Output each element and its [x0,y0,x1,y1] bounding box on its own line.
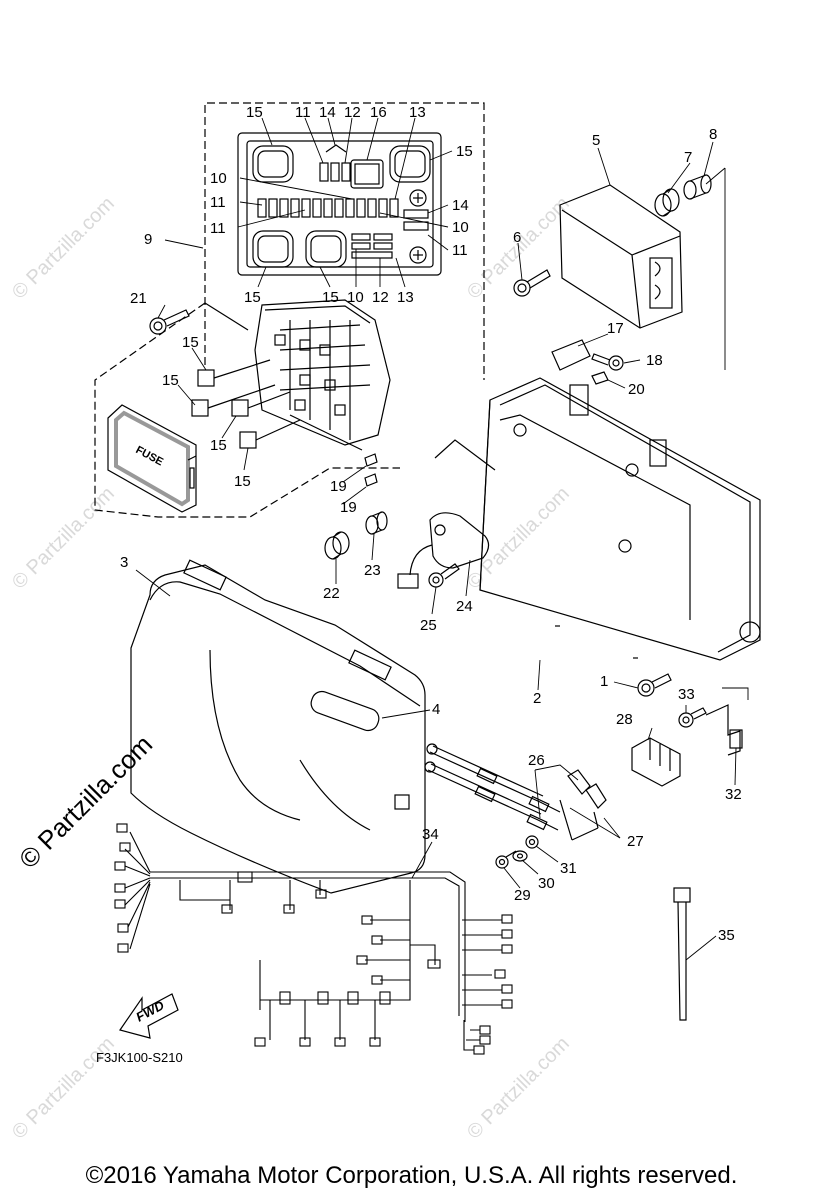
callout-label: 14 [452,197,469,214]
callout-label: 1 [600,673,608,690]
clip-20 [591,371,626,389]
callout-label: 29 [514,887,531,904]
callout-label: 13 [409,104,426,121]
callout-label: 15 [456,143,473,160]
fuse-box-leaders [164,117,453,288]
callout-label: 34 [422,826,439,843]
callout-label: 15 [210,437,227,454]
bolt-1 [613,673,672,697]
fuse-box-assembly [94,299,400,518]
callout-label: 26 [528,752,545,769]
callout-label: 10 [452,219,469,236]
connector-28 [631,727,681,787]
callout-label: 5 [592,132,600,149]
callout-label: 9 [144,231,152,248]
callout-label: 32 [725,786,742,803]
callout-label: 15 [182,334,199,351]
bracket-17 [551,333,609,371]
grommet-7 [654,162,691,217]
callout-label: 11 [210,194,226,211]
callout-label: 21 [130,290,147,307]
callout-label: 7 [684,149,692,166]
fwd-arrow-icon [119,993,179,1039]
callout-label: 14 [319,104,336,121]
callout-label: 17 [607,320,624,337]
cover-3 [130,559,431,894]
bolt-21 [149,304,190,335]
callout-label: 31 [560,860,577,877]
callout-label: 2 [533,690,541,707]
grommet-22 [324,531,350,584]
figure-code: F3JK100-S210 [96,1050,183,1065]
callout-label: 11 [295,104,311,121]
callout-label: 20 [628,381,645,398]
callout-label: 24 [456,598,473,615]
watermark: © Partzilla.com [463,483,574,594]
watermark-large: © Partzilla.com [13,729,158,874]
callout-label: 15 [322,289,339,306]
callout-label: 10 [210,170,227,187]
callout-label: 22 [323,585,340,602]
bolt-29 [495,850,521,889]
callout-label: 23 [364,562,381,579]
fuse-box-label: FUSE [134,444,166,468]
callout-labels: 15 11 14 12 16 13 15 10 11 14 11 10 11 1… [120,104,742,944]
callout-label: 11 [210,220,226,237]
bracket-32 [705,687,749,786]
callout-label: 28 [616,711,633,728]
callout-label: 12 [344,104,361,121]
relay-leaders [177,347,367,505]
control-unit-5 [559,147,683,329]
callout-label: 35 [718,927,735,944]
leader-line [705,167,726,185]
battery-cables [424,743,621,841]
fuse-box-detail [204,102,485,380]
callout-label: 33 [678,686,695,703]
electrical-box-2 [434,377,761,691]
watermark: © Partzilla.com [8,483,119,594]
watermark: © Partzilla.com [8,193,119,304]
callout-label: 19 [340,499,357,516]
watermark-group: © Partzilla.com © Partzilla.com © Partzi… [8,193,574,1144]
watermark: © Partzilla.com [463,1033,574,1144]
callout-label: 30 [538,875,555,892]
nut-31 [525,835,559,863]
callout-label: 15 [246,104,263,121]
fwd-label: FWD [133,997,167,1024]
callout-label: 3 [120,554,128,571]
callout-label: 10 [347,289,364,306]
washer-30 [512,850,539,875]
callout-label: 12 [372,289,389,306]
callout-label: 15 [162,372,179,389]
callout-label: 18 [646,352,663,369]
screw-18 [591,353,641,371]
bolt-33 [678,705,707,728]
callout-label: 15 [234,473,251,490]
bolt-6 [513,242,551,297]
callout-label: 4 [432,701,440,718]
callout-label: 11 [452,242,468,259]
cable-tie-35 [673,887,717,1021]
callout-label: 8 [709,126,717,143]
screw-25 [428,563,460,615]
relay-24 [397,512,490,597]
callout-label: 6 [513,229,521,246]
copyright-notice: ©2016 Yamaha Motor Corporation, U.S.A. A… [85,1162,738,1189]
callout-label: 15 [244,289,261,306]
callout-label: 25 [420,617,437,634]
collar-8 [683,141,714,200]
callout-label: 27 [627,833,644,850]
collar-23 [365,511,388,561]
callout-label: 13 [397,289,414,306]
wire-harness-34 [114,823,513,1055]
callout-label: 19 [330,478,347,495]
callout-label: 16 [370,104,387,121]
